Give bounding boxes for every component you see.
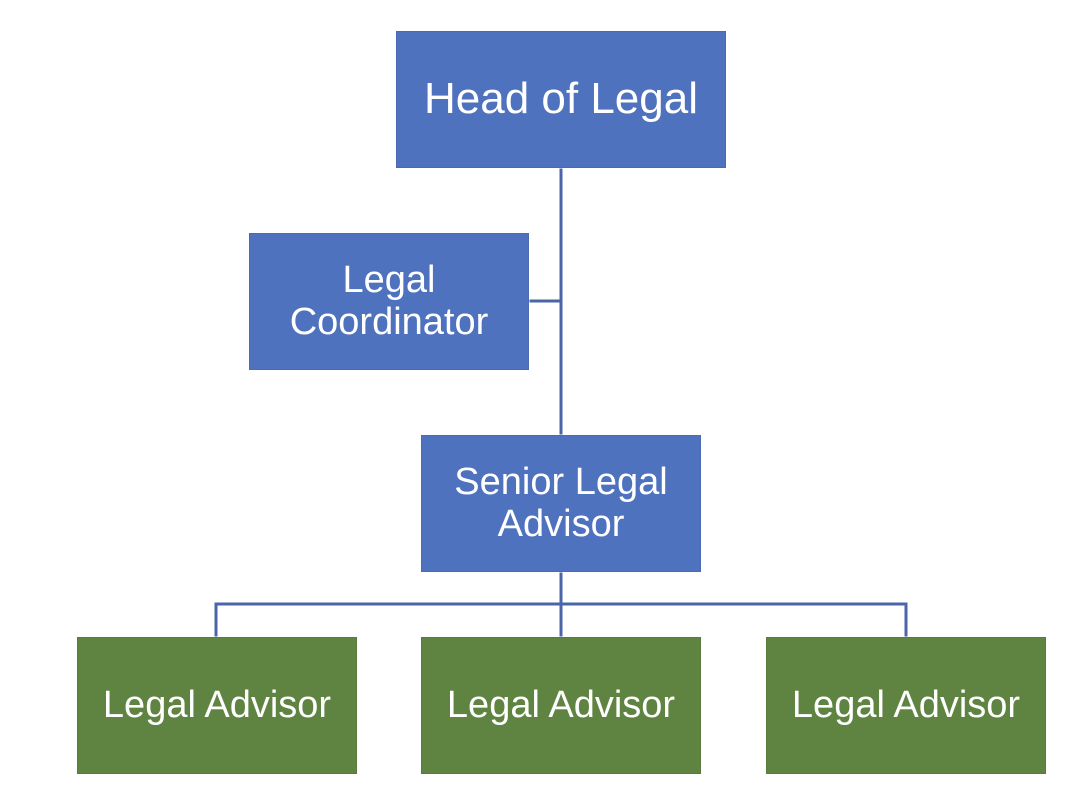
node-head-of-legal-label: Head of Legal <box>424 74 698 124</box>
node-legal-advisor-2: Legal Advisor <box>421 637 701 774</box>
node-legal-advisor-1: Legal Advisor <box>77 637 357 774</box>
node-legal-advisor-3-label: Legal Advisor <box>791 683 1021 726</box>
node-senior-legal-advisor-label: Senior Legal Advisor <box>454 460 668 545</box>
node-legal-advisor-2-label: Legal Advisor <box>446 683 676 726</box>
node-legal-advisor-1-label: Legal Advisor <box>102 683 332 726</box>
node-senior-legal-advisor: Senior Legal Advisor <box>421 435 701 572</box>
node-head-of-legal: Head of Legal <box>396 31 726 168</box>
node-legal-coordinator: Legal Coordinator <box>249 233 529 370</box>
node-legal-coordinator-label: Legal Coordinator <box>289 258 489 343</box>
node-legal-advisor-3: Legal Advisor <box>766 637 1046 774</box>
